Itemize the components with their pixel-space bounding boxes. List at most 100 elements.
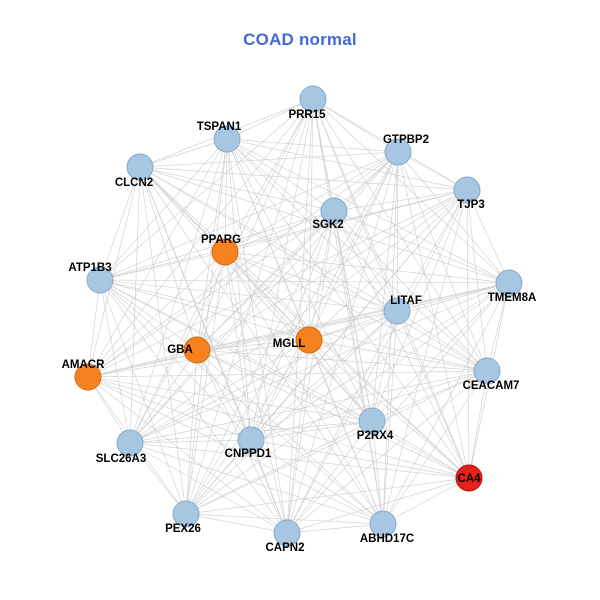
edge (129, 442, 470, 479)
edge (139, 138, 228, 168)
edge (371, 310, 398, 422)
edge (382, 151, 399, 525)
edge (333, 189, 468, 212)
edge (99, 279, 131, 444)
edge (87, 98, 314, 378)
edge (196, 210, 335, 351)
edge (185, 282, 510, 515)
edge (226, 138, 288, 534)
edge (87, 251, 226, 378)
edge (371, 151, 399, 422)
node-SGK2 (320, 197, 348, 225)
node-label-P2RX4: P2RX4 (357, 430, 394, 442)
node-label-PEX26: PEX26 (165, 523, 201, 535)
edge (129, 98, 314, 444)
edge (382, 477, 470, 525)
edge (371, 420, 470, 479)
edge (286, 523, 384, 534)
edge (196, 282, 510, 351)
edge (226, 138, 335, 212)
edge (250, 420, 373, 441)
edge (333, 210, 384, 525)
edge (312, 98, 399, 153)
node-MGLL (295, 326, 323, 354)
chart-title: COAD normal (243, 30, 357, 49)
edge (87, 189, 468, 378)
edge (99, 98, 314, 281)
node-CLCN2 (126, 153, 154, 181)
edge (129, 370, 488, 444)
edge (308, 310, 398, 341)
edge (99, 138, 228, 281)
edge (99, 279, 510, 284)
edge (286, 189, 468, 534)
edge (250, 439, 384, 525)
edge (286, 210, 335, 534)
edge (87, 349, 198, 378)
edge (87, 166, 141, 378)
edge (99, 279, 384, 525)
edge (87, 279, 101, 378)
edge (466, 189, 510, 284)
node-label-LITAF: LITAF (390, 295, 422, 307)
edge (185, 310, 398, 515)
node-TSPAN1 (213, 125, 241, 153)
edge (196, 310, 398, 351)
edge (333, 210, 398, 312)
node-label-AMACR: AMACR (62, 359, 105, 371)
edge (371, 370, 488, 422)
edge (196, 189, 468, 351)
edge (129, 442, 187, 515)
edge (286, 420, 373, 534)
edge (99, 279, 398, 312)
edge (250, 310, 398, 441)
labels-layer: PRR15TSPAN1GTPBP2CLCN2TJP3SGK2PPARGATP1B… (62, 109, 537, 554)
edge (312, 98, 470, 479)
edge (87, 138, 228, 378)
edge (224, 251, 510, 284)
node-LITAF (383, 297, 411, 325)
node-TMEM8A (495, 269, 523, 297)
edge (371, 420, 384, 525)
edge (87, 376, 470, 479)
edge (333, 210, 510, 284)
node-label-TSPAN1: TSPAN1 (197, 121, 242, 133)
edge (286, 370, 488, 534)
edge (87, 376, 373, 422)
edge (224, 251, 310, 341)
node-CNPPD1 (237, 426, 265, 454)
edge (99, 279, 373, 422)
edge (286, 339, 310, 534)
edge (286, 282, 510, 534)
node-label-PRR15: PRR15 (288, 109, 326, 121)
edge (185, 477, 470, 515)
edge (129, 251, 226, 444)
edge (468, 370, 488, 479)
node-label-SLC26A3: SLC26A3 (96, 453, 147, 465)
edge (224, 210, 335, 253)
edge (224, 251, 384, 525)
edge (99, 279, 198, 351)
edge (185, 513, 384, 525)
node-label-ATP1B3: ATP1B3 (68, 262, 111, 274)
edge (226, 138, 398, 312)
edge (196, 151, 399, 351)
edge (87, 370, 488, 378)
node-CA4 (455, 464, 483, 492)
node-PPARG (211, 238, 239, 266)
edge (466, 189, 488, 372)
edge (312, 98, 510, 284)
node-label-TJP3: TJP3 (457, 199, 485, 211)
edge (185, 251, 226, 515)
node-ABHD17C (369, 510, 397, 538)
node-TJP3 (453, 176, 481, 204)
edge (308, 339, 488, 372)
edge (129, 442, 384, 525)
edge (99, 151, 399, 281)
edge (250, 151, 399, 441)
edge (185, 98, 314, 515)
nodes-layer (74, 85, 523, 547)
edge (333, 210, 373, 422)
edge (466, 189, 470, 479)
